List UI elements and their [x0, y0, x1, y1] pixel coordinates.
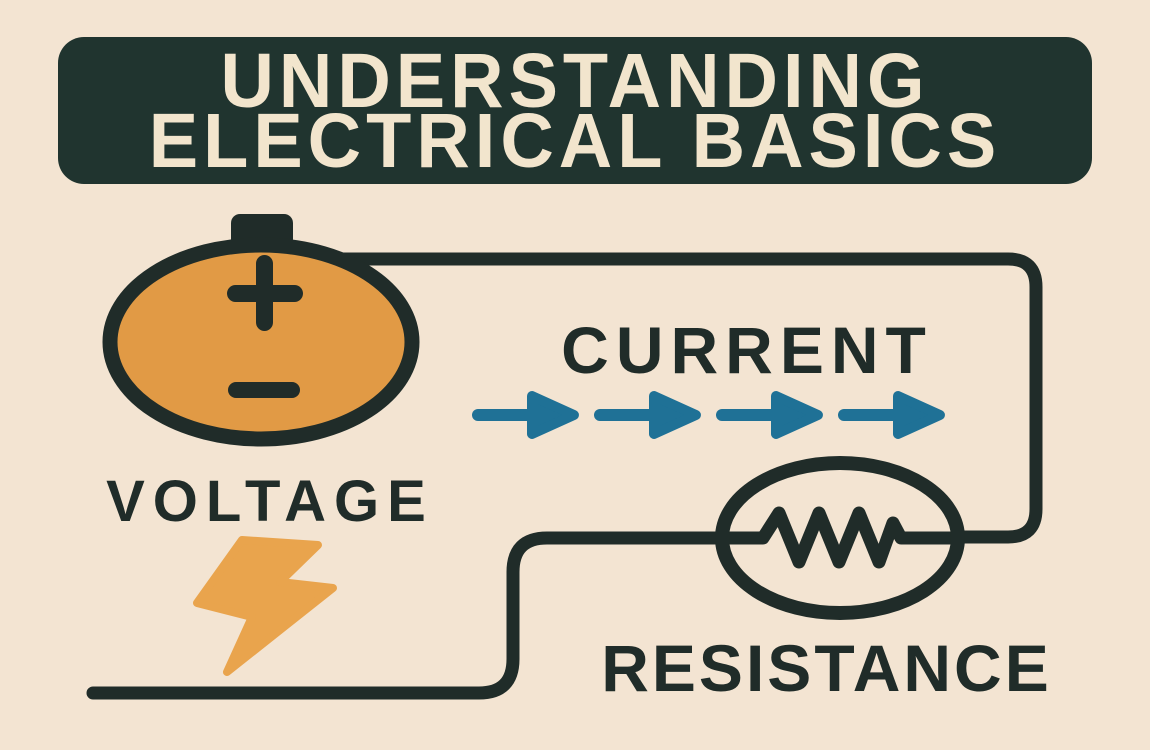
resistor-ellipse: [715, 456, 965, 620]
battery-body: [102, 237, 420, 447]
current-arrow-icon: [472, 391, 579, 439]
battery-icon: [102, 214, 420, 447]
current-arrow-icon: [594, 391, 701, 439]
title-line-1: UNDERSTANDING: [220, 36, 930, 124]
wire-bottom-left: [86, 531, 730, 700]
current-label: CURRENT: [561, 313, 933, 387]
current-arrow-icon: [716, 391, 823, 439]
wire-top-right: [328, 252, 1043, 544]
resistor-icon: [715, 456, 965, 620]
voltage-label: VOLTAGE: [106, 469, 434, 534]
title-line-2: ELECTRICAL BASICS: [148, 96, 1002, 184]
lightning-bolt-icon: [193, 536, 337, 676]
battery-plus-icon: [227, 255, 303, 331]
header-banner: UNDERSTANDING ELECTRICAL BASICS: [58, 37, 1092, 184]
resistor-zigzag: [716, 506, 965, 569]
resistance-label: RESISTANCE: [601, 631, 1052, 705]
current-arrow-icon: [838, 391, 945, 439]
battery-minus-icon: [228, 382, 300, 398]
current-arrows: [472, 391, 945, 439]
